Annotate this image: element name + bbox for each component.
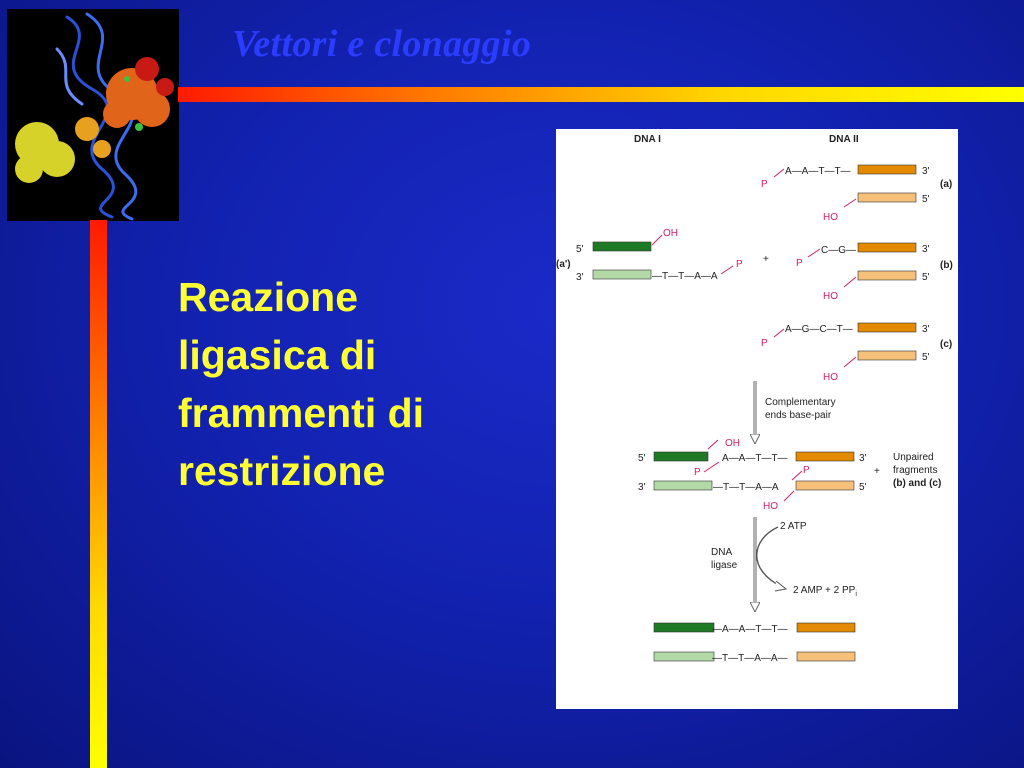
- horizontal-gradient-bar: [178, 87, 1024, 102]
- unpaired-line2: fragments: [893, 465, 937, 476]
- phosphate-label: P: [761, 179, 768, 190]
- dna-molecule-graphic: [15, 12, 174, 221]
- seq-a-prime-bottom: —T—T—A—A: [652, 271, 718, 282]
- seq-paired-bottom: —T—T—A—A: [713, 482, 779, 493]
- strand-dark-orange: [796, 622, 856, 633]
- ligation-diagram: DNA I DNA II P A—A—T—T— 3' (a) 5' HO 5' …: [556, 129, 958, 709]
- unpaired-line3: (b) and (c): [893, 478, 941, 489]
- enzyme-line1: DNA: [711, 547, 732, 558]
- seq-b-top: C—G—: [821, 245, 856, 256]
- fragment-a-prime: 5' OH (a') 3' —T—T—A—A P: [556, 228, 743, 283]
- vertical-gradient-bar: [90, 220, 107, 768]
- five-prime-label: 5': [859, 482, 867, 493]
- dna2-header: DNA II: [829, 134, 859, 145]
- slide-title: Vettori e clonaggio: [232, 23, 532, 65]
- three-prime-label: 3': [922, 166, 930, 177]
- hydroxyl-label: HO: [823, 372, 838, 383]
- strand-dark-orange: [795, 451, 855, 462]
- atp-label: 2 ATP: [780, 521, 807, 532]
- fragment-b: P C—G— 3' (b) 5' HO: [796, 242, 953, 302]
- strand-dark-orange: [857, 164, 917, 175]
- unpaired-line1: Unpaired: [893, 452, 934, 463]
- hydroxyl-label: OH: [725, 438, 740, 449]
- ligation-diagram-graphic: DNA I DNA II P A—A—T—T— 3' (a) 5' HO 5' …: [556, 134, 953, 664]
- hydroxyl-label: OH: [663, 228, 678, 239]
- three-prime-label: 3': [576, 272, 584, 283]
- strand-light-orange: [857, 192, 917, 203]
- three-prime-label: 3': [922, 324, 930, 335]
- hydroxyl-label: HO: [823, 291, 838, 302]
- strand-dark-green: [653, 622, 715, 633]
- plus-sign: +: [763, 254, 769, 265]
- strand-dark-orange: [857, 242, 917, 253]
- five-prime-label: 5': [576, 244, 584, 255]
- strand-light-orange: [795, 480, 855, 491]
- five-prime-label: 5': [922, 194, 930, 205]
- three-prime-label: 3': [859, 453, 867, 464]
- phosphate-label: P: [796, 258, 803, 269]
- seq-paired-top: A—A—T—T—: [722, 453, 788, 464]
- enzyme-line2: ligase: [711, 560, 738, 571]
- five-prime-label: 5': [922, 272, 930, 283]
- phosphate-label: P: [761, 338, 768, 349]
- label-a: (a): [940, 179, 952, 190]
- hydroxyl-label: HO: [763, 501, 778, 512]
- strand-light-green: [592, 269, 652, 280]
- label-b: (b): [940, 260, 953, 271]
- five-prime-label: 5': [922, 352, 930, 363]
- hydroxyl-label: HO: [823, 212, 838, 223]
- step1-line1: Complementary: [765, 397, 836, 408]
- fragment-c: P A—G—C—T— 3' (c) 5' HO: [761, 322, 952, 383]
- dna-molecule-image: [7, 9, 179, 221]
- label-c: (c): [940, 339, 952, 350]
- paired-intermediate: OH 5' P A—A—T—T— 3' P 3' —T—T—A—A 5' HO: [638, 438, 867, 512]
- atp-curve: [756, 526, 783, 588]
- seq-final-bottom: —T—T—A—A—: [712, 653, 788, 664]
- strand-dark-orange: [857, 322, 917, 333]
- phosphate-label: P: [694, 467, 701, 478]
- strand-light-orange: [857, 350, 917, 361]
- label-a-prime: (a'): [556, 259, 571, 270]
- strand-light-orange: [857, 270, 917, 281]
- three-prime-label: 3': [922, 244, 930, 255]
- seq-c-top: A—G—C—T—: [785, 324, 853, 335]
- seq-final-top: —A—A—T—T—: [712, 624, 788, 635]
- fragment-a: P A—A—T—T— 3' (a) 5' HO: [761, 164, 952, 223]
- dna1-header: DNA I: [634, 134, 661, 145]
- products-label: 2 AMP + 2 PPi: [793, 585, 857, 598]
- main-text: Reazione ligasica di frammenti di restri…: [178, 274, 425, 494]
- plus-sign: +: [874, 466, 880, 477]
- phosphate-label: P: [803, 465, 810, 476]
- strand-light-green: [653, 651, 715, 662]
- ligated-product: —A—A—T—T— —T—T—A—A—: [653, 622, 856, 664]
- three-prime-label: 3': [638, 482, 646, 493]
- five-prime-label: 5': [638, 453, 646, 464]
- strand-light-orange: [796, 651, 856, 662]
- strand-dark-green: [592, 241, 652, 252]
- strand-light-green: [653, 480, 713, 491]
- strand-dark-green: [653, 451, 709, 462]
- phosphate-label: P: [736, 259, 743, 270]
- step1-line2: ends base-pair: [765, 410, 832, 421]
- seq-a-top: A—A—T—T—: [785, 166, 851, 177]
